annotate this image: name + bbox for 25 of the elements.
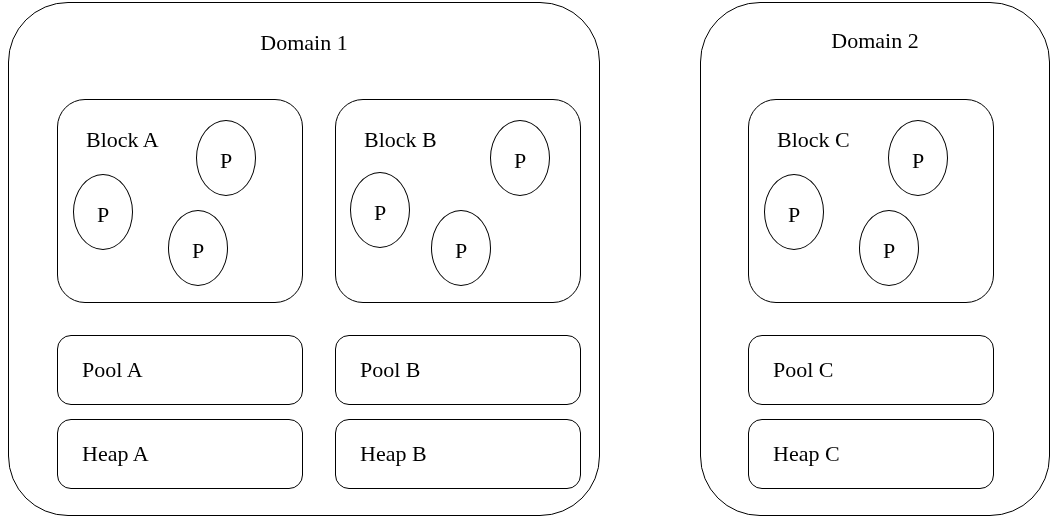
rounded-box: Heap C	[748, 419, 994, 489]
rounded-box: Heap A	[57, 419, 303, 489]
block-title: Block C	[777, 127, 850, 153]
block-title: Block A	[86, 127, 159, 153]
ellipse-node: P	[888, 120, 948, 196]
ellipse-node: P	[168, 210, 228, 286]
ellipse-node: P	[73, 174, 133, 250]
ellipse-node: P	[196, 120, 256, 196]
panel-title: Domain 2	[830, 28, 920, 54]
rounded-box: Pool A	[57, 335, 303, 405]
ellipse-node: P	[859, 210, 919, 286]
rounded-box: Pool C	[748, 335, 994, 405]
rounded-box	[57, 99, 303, 303]
rounded-box	[748, 99, 994, 303]
panel-title: Domain 1	[259, 30, 349, 56]
rounded-box: Pool B	[335, 335, 581, 405]
ellipse-node: P	[490, 120, 550, 196]
ellipse-node: P	[350, 172, 410, 248]
block-title: Block B	[364, 127, 437, 153]
ellipse-node: P	[764, 174, 824, 250]
ellipse-node: P	[431, 210, 491, 286]
rounded-box: Heap B	[335, 419, 581, 489]
rounded-panel	[700, 2, 1050, 516]
rounded-panel	[8, 2, 600, 516]
rounded-box	[335, 99, 581, 303]
